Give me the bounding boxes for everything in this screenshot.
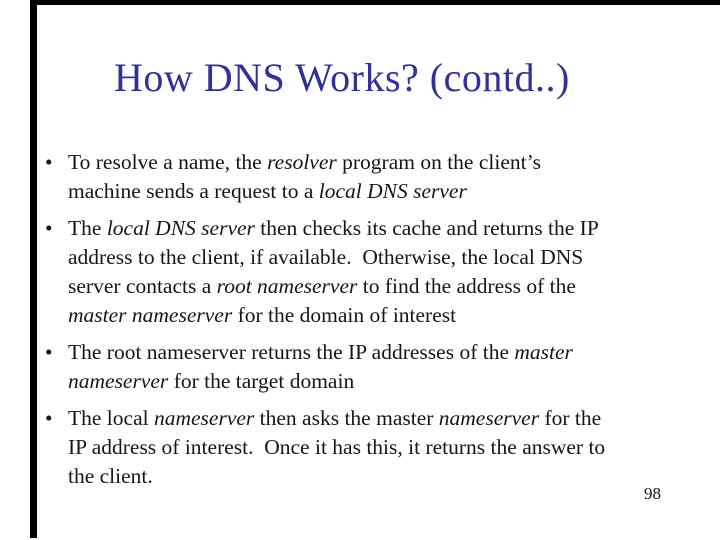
bullet-marker-icon: • [45, 150, 53, 174]
bullet-item: • The local nameserver then asks the mast… [45, 404, 685, 491]
bullet-item: • To resolve a name, the resolver program… [45, 148, 685, 206]
bullet-marker-icon: • [45, 216, 53, 240]
page-number: 98 [644, 484, 661, 503]
bullet-text: The local nameserver then asks the maste… [68, 406, 606, 488]
bullet-item: • The local DNS server then checks its ca… [45, 214, 685, 330]
slide-scan-edge-left [30, 0, 37, 538]
bullet-list: • To resolve a name, the resolver program… [45, 148, 685, 499]
slide-scan-edge-top [30, 0, 720, 5]
bullet-item: • The root nameserver returns the IP addr… [45, 338, 685, 396]
bullet-marker-icon: • [45, 406, 53, 430]
bullet-text: The local DNS server then checks its cac… [68, 216, 599, 327]
slide-title: How DNS Works? (contd..) [114, 55, 570, 100]
bullet-text: To resolve a name, the resolver program … [68, 150, 541, 203]
bullet-text: The root nameserver returns the IP addre… [68, 340, 573, 393]
bullet-marker-icon: • [45, 340, 53, 364]
